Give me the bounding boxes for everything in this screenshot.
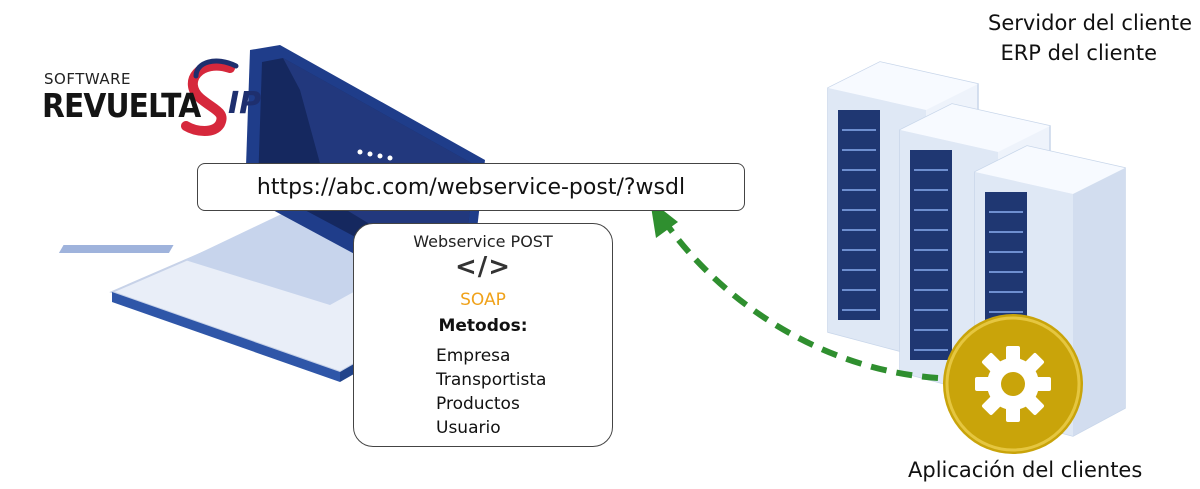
webservice-card: Webservice POST </> SOAP Metodos: Empres…	[353, 223, 613, 447]
logo-brand-text: REVUELTA	[42, 86, 201, 125]
method-item: Empresa	[436, 346, 511, 366]
method-item: Transportista	[436, 370, 547, 390]
logo-s-icon	[181, 58, 239, 136]
methods-list: Empresa Transportista Productos Usuario	[436, 344, 546, 440]
method-item: Usuario	[436, 418, 501, 438]
method-item: Productos	[436, 394, 520, 414]
protocol-label: SOAP	[460, 290, 506, 310]
gear-icon	[943, 314, 1083, 454]
server-title-line2: ERP del cliente	[1000, 41, 1157, 65]
logo-software-text: SOFTWARE	[44, 70, 132, 88]
server-title: Servidor del cliente ERP del cliente	[988, 8, 1192, 68]
webservice-title: Webservice POST	[413, 232, 553, 251]
methods-heading: Metodos:	[438, 316, 528, 336]
code-icon: </>	[454, 252, 512, 282]
application-label: Aplicación del clientes	[908, 458, 1143, 482]
wsdl-url: https://abc.com/webservice-post/?wsdl	[256, 174, 686, 200]
wsdl-url-box: https://abc.com/webservice-post/?wsdl	[197, 163, 745, 211]
logo-brand-suffix: IP	[228, 86, 262, 121]
server-title-line1: Servidor del cliente	[988, 11, 1192, 35]
